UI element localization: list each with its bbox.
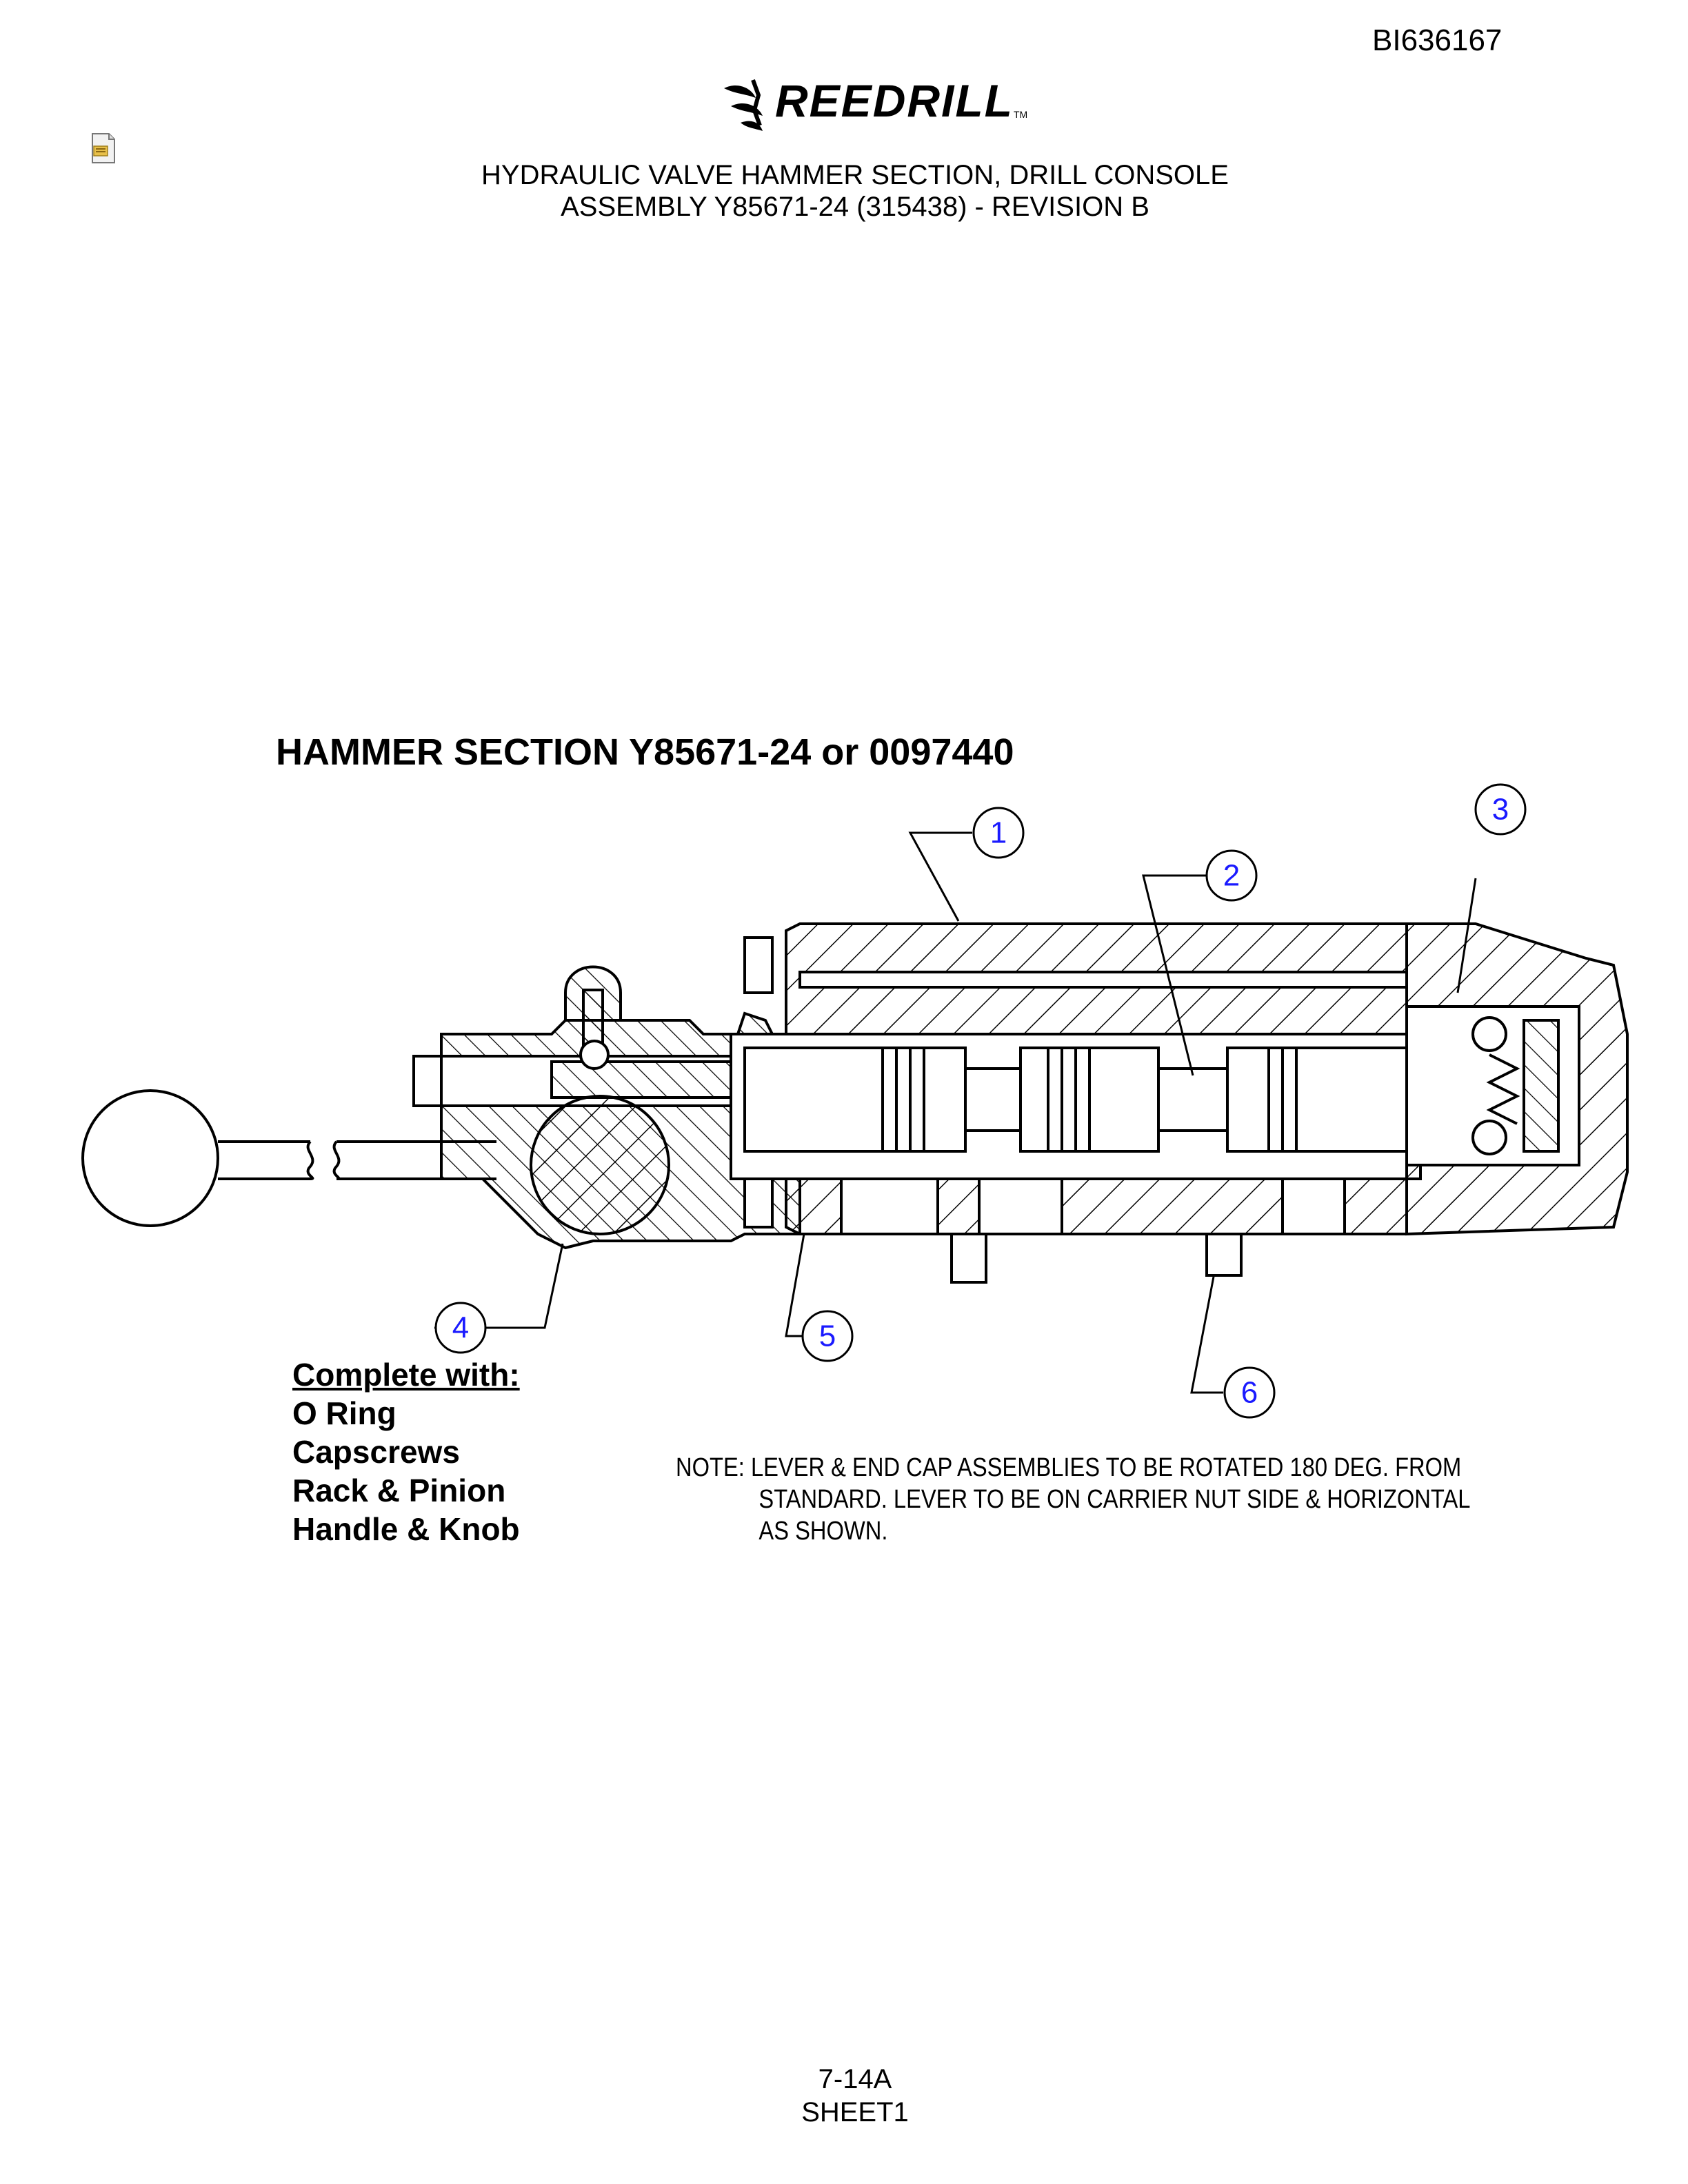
callout-number: 2 xyxy=(1223,859,1240,893)
callout-leaders xyxy=(434,831,1477,1394)
callout-4: 4 xyxy=(434,1302,487,1354)
sheet-number: SHEET1 xyxy=(801,2097,909,2127)
callout-2: 2 xyxy=(1205,849,1258,902)
note-line: NOTE: LEVER & END CAP ASSEMBLIES TO BE R… xyxy=(676,1453,1462,1482)
callout-number: 6 xyxy=(1241,1376,1258,1410)
assembly-note: NOTE: LEVER & END CAP ASSEMBLIES TO BE R… xyxy=(676,1452,1506,1547)
reedrill-swirl-icon xyxy=(724,79,763,131)
complete-with-list: Complete with: O Ring Capscrews Rack & P… xyxy=(292,1355,520,1548)
note-line: AS SHOWN. xyxy=(758,1517,888,1546)
callout-3: 3 xyxy=(1474,783,1527,836)
callout-6: 6 xyxy=(1223,1366,1276,1419)
callout-number: 1 xyxy=(990,816,1007,850)
callout-1: 1 xyxy=(972,807,1025,859)
callout-number: 3 xyxy=(1492,793,1509,827)
callout-number: 5 xyxy=(819,1320,836,1353)
page-number: 7-14A xyxy=(818,2064,892,2094)
document-title-line1: HYDRAULIC VALVE HAMMER SECTION, DRILL CO… xyxy=(481,160,1229,190)
hammer-section-drawing: 1 2 3 4 5 6 xyxy=(81,783,1629,1419)
complete-with-heading: Complete with: xyxy=(292,1357,520,1393)
document-id: BI636167 xyxy=(1372,23,1503,57)
handle-rod xyxy=(218,1140,310,1180)
complete-with-item: Handle & Knob xyxy=(292,1511,520,1547)
note-line: STANDARD. LEVER TO BE ON CARRIER NUT SID… xyxy=(758,1485,1471,1514)
logo-trademark: TM xyxy=(1014,109,1028,120)
handle-knob xyxy=(81,1089,219,1227)
complete-with-item: Rack & Pinion xyxy=(292,1473,506,1508)
complete-with-item: Capscrews xyxy=(292,1434,460,1470)
logo-wordmark: REEDRILL xyxy=(775,75,1014,126)
rack xyxy=(550,1060,732,1099)
page-footer: 7-14A SHEET1 xyxy=(0,2063,1688,2129)
pinion xyxy=(530,1095,670,1235)
spool xyxy=(743,1046,1436,1153)
callout-number: 4 xyxy=(452,1311,469,1345)
complete-with-item: O Ring xyxy=(292,1395,396,1431)
document-file-icon xyxy=(92,133,115,163)
section-title: HAMMER SECTION Y85671-24 or 0097440 xyxy=(276,731,1014,773)
document-title-line2: ASSEMBLY Y85671-24 (315438) - REVISION B xyxy=(561,192,1149,222)
callout-5: 5 xyxy=(801,1310,854,1362)
reedrill-logo: REEDRILL TM xyxy=(717,74,1034,136)
